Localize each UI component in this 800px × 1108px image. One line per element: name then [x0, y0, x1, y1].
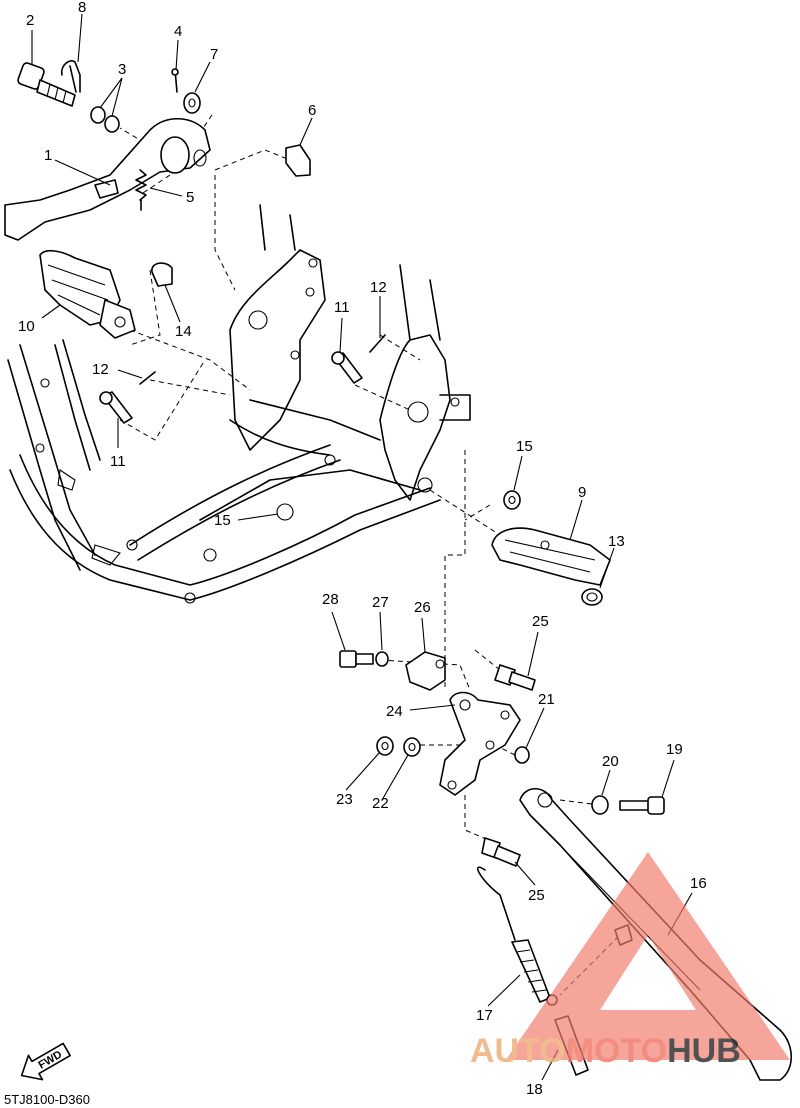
callout-26: 26	[414, 599, 431, 616]
watermark-text-moto: MOTO	[566, 1032, 667, 1070]
part-2-pivot-bolt	[17, 62, 76, 107]
callout-16: 16	[690, 875, 707, 892]
watermark-text-hub: HUB	[667, 1032, 741, 1070]
callout-8: 8	[78, 0, 86, 16]
part-6-cap	[285, 144, 311, 177]
callout-19: 19	[666, 741, 683, 758]
callout-21: 21	[538, 691, 555, 708]
watermark-triangle-icon	[506, 852, 790, 1060]
callout-12-left: 12	[92, 361, 109, 378]
part-7-washer	[183, 92, 201, 114]
diagram-code: 5TJ8100-D360	[4, 1092, 90, 1107]
callout-2: 2	[26, 12, 34, 29]
part-22-washer	[403, 737, 421, 757]
callout-15-center: 15	[214, 512, 231, 529]
callout-1: 1	[44, 147, 52, 164]
part-24-stand-bracket	[439, 691, 521, 796]
part-1-brake-pedal	[4, 118, 211, 241]
part-11-12-pins-right	[331, 334, 386, 384]
watermark-text-auto: AUTO	[470, 1032, 566, 1070]
frame-assembly	[7, 204, 471, 604]
callout-22: 22	[372, 795, 389, 812]
part-14-clip	[151, 262, 173, 287]
part-27-collar	[375, 651, 389, 667]
svg-text:AUTOMOTOHUB: AUTOMOTOHUB	[470, 1032, 741, 1070]
watermark-logo: AUTOMOTOHUB	[470, 852, 790, 1070]
part-26-bracket	[405, 651, 446, 691]
part-4-pin	[171, 68, 179, 93]
part-15-washer-right	[503, 490, 521, 510]
callout-3: 3	[118, 61, 126, 78]
callout-25-lower: 25	[528, 887, 545, 904]
part-13-clip	[581, 588, 603, 606]
part-23-nut	[376, 736, 394, 756]
part-28-bolt	[339, 650, 374, 668]
callout-labels: 2 8 3 4 7 6 1 5 10 14 12 11 11 12 15 15 …	[18, 0, 707, 1098]
callout-13: 13	[608, 533, 625, 550]
part-8-cotter-pin	[60, 60, 81, 93]
part-25-bolt-upper	[494, 664, 536, 691]
part-3-o-rings	[90, 106, 120, 133]
callout-4: 4	[174, 23, 182, 40]
callout-5: 5	[186, 189, 194, 206]
part-9-footrest-right	[491, 527, 611, 586]
fwd-arrow-icon: FWD	[20, 1042, 71, 1081]
callout-14: 14	[175, 323, 192, 340]
callout-28: 28	[322, 591, 339, 608]
part-25-bolt-lower	[481, 837, 521, 867]
callout-10: 10	[18, 318, 35, 335]
part-19-bolt	[619, 796, 665, 815]
callout-11-left: 11	[110, 453, 126, 470]
callout-18: 18	[526, 1081, 543, 1098]
callout-24: 24	[386, 703, 403, 720]
part-11-12-pins-left	[99, 371, 156, 424]
callout-25-upper: 25	[532, 613, 549, 630]
callout-15-right: 15	[516, 438, 533, 455]
callout-11-right: 11	[334, 299, 350, 316]
part-10-footrest-left	[39, 249, 136, 339]
callout-23: 23	[336, 791, 353, 808]
callout-9: 9	[578, 484, 586, 501]
callout-17: 17	[476, 1007, 493, 1024]
callout-6: 6	[308, 102, 316, 119]
part-5-spring	[135, 169, 147, 211]
part-20-washer	[591, 795, 609, 815]
callout-12-right: 12	[370, 279, 387, 296]
callout-20: 20	[602, 753, 619, 770]
callout-27: 27	[372, 594, 389, 611]
callout-7: 7	[210, 46, 218, 63]
fwd-label: FWD	[36, 1049, 64, 1072]
part-21-collar	[514, 746, 530, 764]
